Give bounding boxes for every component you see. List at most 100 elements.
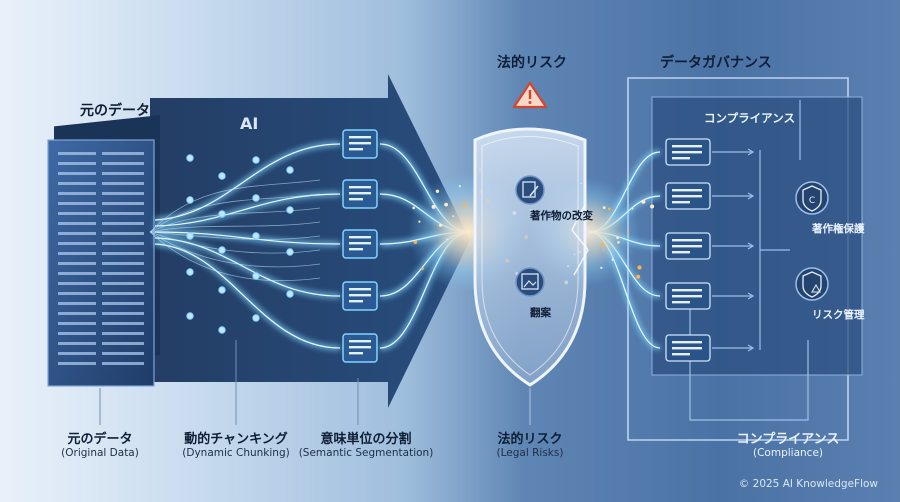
spark (631, 208, 634, 210)
copyright-shield-icon: C (795, 181, 829, 215)
governance-card (665, 282, 711, 310)
doc-line (102, 212, 144, 215)
doc-line (58, 222, 96, 225)
doc-line (102, 292, 144, 295)
spark (452, 215, 455, 218)
svg-text:C: C (809, 196, 815, 206)
doc-line (102, 182, 144, 185)
doc-line (58, 182, 96, 185)
node (218, 286, 226, 294)
spark (438, 223, 443, 227)
node (218, 172, 226, 180)
governance-card (665, 334, 711, 362)
doc-line (102, 342, 144, 345)
node (186, 232, 194, 240)
risk-warning-shield-icon (795, 267, 829, 301)
node (252, 232, 260, 240)
bottom-label-original-ja: 元のデータ (67, 432, 133, 447)
spark (431, 204, 436, 209)
spark (602, 206, 606, 210)
chunk-card (342, 229, 378, 259)
chunk-card (342, 333, 378, 363)
spark (607, 207, 611, 211)
bottom-label-compliance-ja: コンプライアンス (736, 432, 840, 447)
spark (463, 203, 467, 207)
governance-card (665, 232, 711, 260)
doc-line (102, 262, 144, 265)
legal-shield (473, 127, 587, 387)
doc-line (58, 152, 96, 155)
spark (617, 241, 620, 244)
node (252, 314, 260, 322)
node (252, 156, 260, 164)
flow-arrow-head (747, 292, 755, 300)
flow-arrow-head (747, 148, 755, 156)
doc-line (58, 282, 96, 285)
doc-line (102, 162, 144, 165)
node (286, 248, 294, 256)
spark (616, 236, 619, 240)
data-stream (149, 193, 321, 233)
doc-line (102, 172, 144, 175)
flow-arrow-head (747, 192, 755, 200)
doc-line (102, 252, 144, 255)
data-stream (149, 207, 321, 233)
doc-line (102, 272, 144, 275)
spark (637, 265, 642, 270)
bottom-label-semantic-ja: 意味単位の分割 (320, 432, 412, 447)
doc-line (58, 202, 96, 205)
doc-line (102, 202, 144, 205)
spark (611, 258, 614, 261)
data-stream (149, 231, 321, 282)
node (186, 154, 194, 162)
spark (413, 240, 418, 244)
doc-line (58, 352, 96, 355)
doc-line (58, 262, 96, 265)
spark (636, 274, 641, 279)
node (218, 246, 226, 254)
spark (600, 266, 603, 269)
node (218, 210, 226, 218)
document-edit-icon (515, 175, 545, 205)
bottom-label-semantic-en: (Semantic Segmentation) (298, 447, 434, 459)
data-stream (149, 231, 321, 268)
gov-item-risk: リスク管理 (812, 309, 865, 321)
data-governance-title: データガバナンス (660, 55, 772, 71)
spark (627, 232, 630, 235)
node (252, 194, 260, 202)
data-stream (149, 179, 321, 233)
bottom-label-chunking-en: (Dynamic Chunking) (182, 447, 290, 459)
spark (602, 248, 605, 251)
governance-frame (627, 77, 849, 441)
warning-icon (512, 81, 548, 109)
node (286, 206, 294, 214)
doc-line (102, 302, 144, 305)
node (186, 312, 194, 320)
spark (412, 206, 416, 210)
doc-line (58, 192, 96, 195)
doc-line (58, 212, 96, 215)
spark (444, 202, 448, 207)
doc-line (58, 162, 96, 165)
doc-line (102, 192, 144, 195)
flow-arrow-head (747, 344, 755, 352)
spark (435, 189, 440, 193)
ai-arrow (150, 74, 470, 408)
shield-item-adaptation: 翻案 (530, 307, 551, 319)
doc-line (102, 242, 144, 245)
data-stream (154, 193, 341, 227)
data-stream (154, 243, 341, 349)
data-stream (154, 143, 341, 221)
chunk-card (342, 129, 378, 159)
doc-line (102, 232, 144, 235)
bottom-label-legal-ja: 法的リスク (497, 432, 563, 447)
bottom-label-compliance-en: (Compliance) (753, 447, 823, 459)
doc-line (102, 282, 144, 285)
data-stream (149, 231, 321, 254)
legal-risk-title: 法的リスク (497, 55, 567, 71)
spark (458, 185, 461, 188)
doc-line (58, 172, 96, 175)
doc-line (58, 232, 96, 235)
